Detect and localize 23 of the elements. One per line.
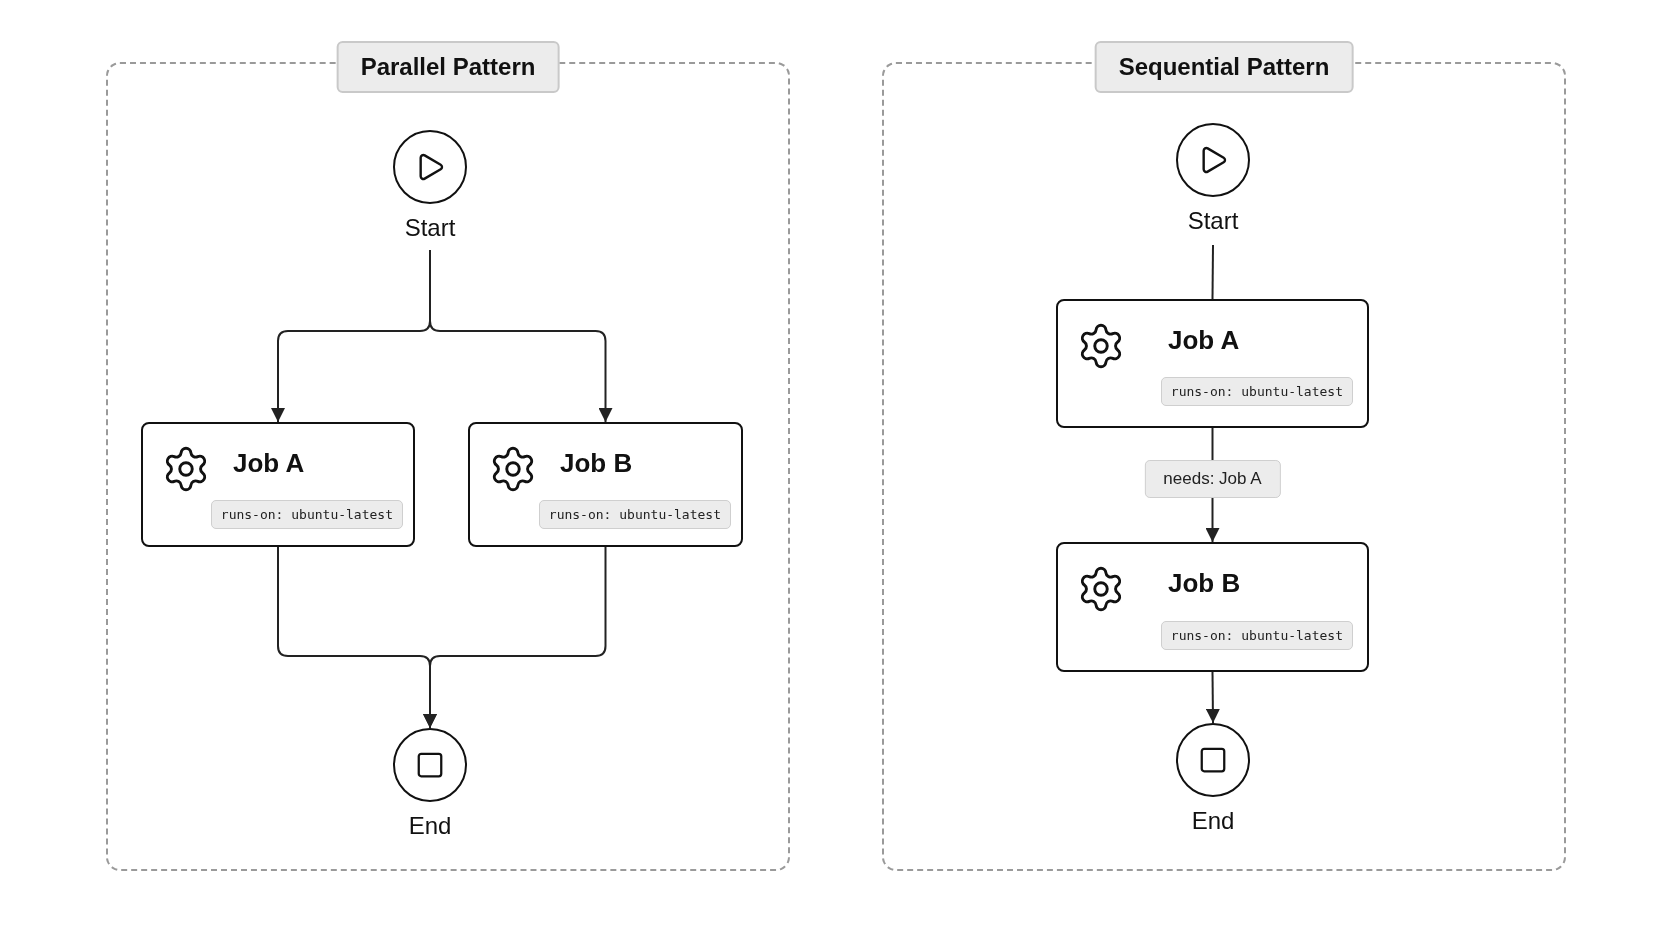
edge-label: needs: Job A [1144,460,1281,498]
arrow [429,249,613,423]
job-box [1056,299,1369,428]
group-title: Parallel Pattern [336,41,560,93]
runner-tag: runs-on: ubuntu-latest [1160,621,1353,650]
node-label: Start [404,214,456,242]
job-box [141,422,415,547]
job-box [468,422,743,547]
job-title: Job A [1168,325,1240,356]
runner-tag: runs-on: ubuntu-latest [1160,377,1353,406]
group-title: Sequential Pattern [1094,41,1354,93]
job-title: Job B [1168,568,1241,599]
job-title: Job B [560,448,633,479]
arrow [423,546,607,729]
arrow [1205,671,1220,724]
job-box [1056,542,1369,672]
node-label: Start [1187,207,1239,235]
node-label: End [1191,807,1235,835]
node-label: End [408,812,452,840]
connector-line [1211,244,1214,300]
runner-tag: runs-on: ubuntu-latest [210,500,403,529]
runner-tag: runs-on: ubuntu-latest [538,500,731,529]
job-title: Job A [233,448,305,479]
